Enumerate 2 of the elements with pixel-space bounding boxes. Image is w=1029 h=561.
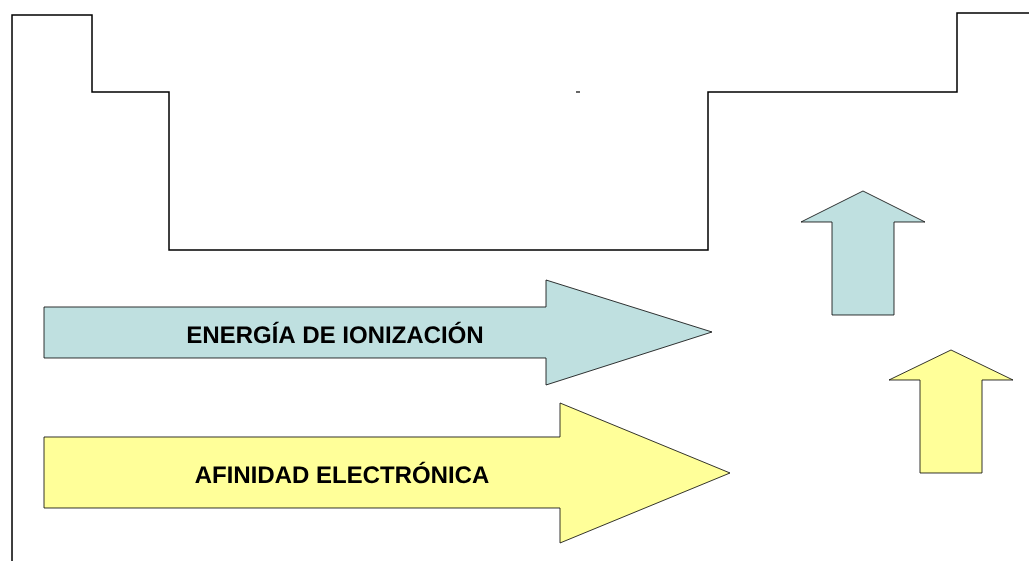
up-arrow-shape xyxy=(888,349,1014,474)
up-arrow-shape xyxy=(800,190,926,316)
